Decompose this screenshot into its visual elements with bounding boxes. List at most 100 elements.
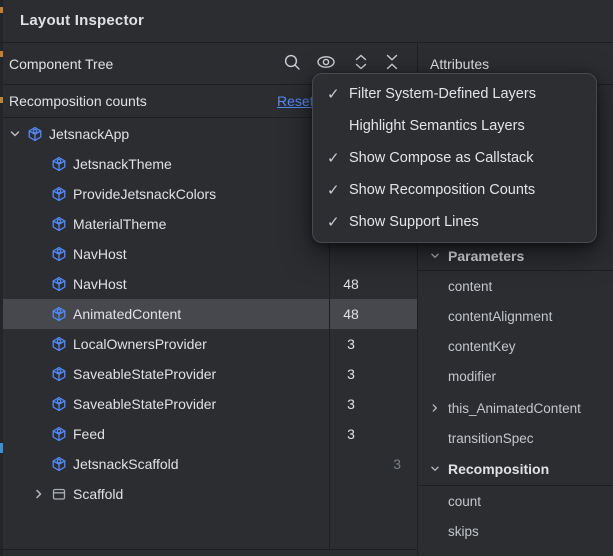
checkmark-icon: ✓: [327, 86, 340, 103]
search-icon[interactable]: [283, 53, 301, 71]
tree-row-localownersprovider[interactable]: LocalOwnersProvider 3: [3, 329, 417, 359]
attr-row-transitionspec[interactable]: transitionSpec: [418, 423, 613, 453]
attr-row-count[interactable]: count: [418, 486, 613, 516]
chevron-down-icon[interactable]: [428, 249, 448, 263]
stripe-mark-orange: [0, 97, 3, 103]
stripe-mark-orange: [0, 7, 3, 13]
tree-node-label: Feed: [73, 426, 105, 442]
stripe-mark-blue: [0, 443, 3, 453]
recomposition-count: 3: [347, 426, 355, 442]
tree-row-providejetsnackcolors[interactable]: ProvideJetsnackColors: [3, 179, 417, 209]
section-parameters[interactable]: Parameters: [418, 241, 613, 271]
component-tree: JetsnackApp JetsnackTheme ProvideJetsnac…: [3, 119, 417, 509]
view-options-eye-icon[interactable]: [316, 53, 335, 71]
tree-row-scaffold[interactable]: Scaffold: [3, 479, 417, 509]
tree-row-animatedcontent-selected[interactable]: AnimatedContent 48: [3, 299, 417, 329]
compose-node-icon: [27, 126, 43, 142]
tree-node-label: SaveableStateProvider: [73, 366, 217, 382]
attr-label: transitionSpec: [448, 430, 534, 446]
attr-row-modifier[interactable]: modifier: [418, 361, 613, 391]
tree-node-label: ProvideJetsnackColors: [73, 186, 217, 202]
recomposition-count: 3: [347, 366, 355, 382]
attr-row-contentkey[interactable]: contentKey: [418, 331, 613, 361]
menu-item-label: Highlight Semantics Layers: [349, 118, 525, 134]
count-column-divider: [329, 117, 330, 549]
tree-row-jetsnackscaffold[interactable]: JetsnackScaffold 3: [3, 449, 417, 479]
menu-item-label: Show Support Lines: [349, 214, 479, 230]
chevron-right-icon[interactable]: [428, 401, 448, 415]
tree-header-divider: [3, 84, 417, 85]
chevron-down-icon[interactable]: [7, 126, 27, 142]
panel-title-bar: Layout Inspector: [3, 0, 613, 42]
tree-row-navhost-2[interactable]: NavHost 48: [3, 269, 417, 299]
tree-node-label: MaterialTheme: [73, 216, 167, 232]
scaffold-node-icon: [51, 486, 67, 502]
tree-row-jetsnackapp[interactable]: JetsnackApp: [3, 119, 417, 149]
tree-node-label: JetsnackApp: [49, 126, 130, 142]
attr-label: count: [448, 493, 482, 509]
compose-node-icon: [51, 456, 67, 472]
attr-label: skips: [448, 523, 479, 539]
section-divider: [418, 270, 613, 271]
compose-node-icon: [51, 336, 67, 352]
compose-node-icon: [51, 246, 67, 262]
tree-node-label: NavHost: [73, 276, 127, 292]
attr-label: contentAlignment: [448, 308, 553, 324]
chevron-down-icon[interactable]: [428, 462, 448, 476]
tree-node-label: JetsnackScaffold: [73, 456, 179, 472]
attr-row-skips[interactable]: skips: [418, 516, 613, 546]
recomposition-counts-label: Recomposition counts: [9, 93, 147, 109]
attr-label: contentKey: [448, 338, 516, 354]
menu-item-show-recomposition-counts[interactable]: ✓ Show Recomposition Counts: [313, 174, 596, 206]
attr-row-contentalignment[interactable]: contentAlignment: [418, 301, 613, 331]
component-tree-header: Component Tree: [3, 43, 417, 84]
checkmark-icon: ✓: [327, 214, 340, 231]
window-edge-stripe: [0, 0, 3, 556]
recomposition-count: 3: [347, 396, 355, 412]
recomposition-count-muted: 3: [393, 456, 401, 472]
tree-node-label: Scaffold: [73, 486, 124, 502]
view-options-menu: ✓ Filter System-Defined Layers Highlight…: [312, 73, 597, 243]
checkmark-icon: ✓: [327, 150, 340, 167]
title-divider: [0, 42, 613, 43]
reset-counts-link[interactable]: Reset: [277, 93, 314, 109]
recomp-row-divider: [3, 117, 417, 118]
tree-node-label: AnimatedContent: [73, 306, 182, 322]
tree-row-materialtheme[interactable]: MaterialTheme: [3, 209, 417, 239]
compose-node-icon: [51, 426, 67, 442]
compose-node-icon: [51, 396, 67, 412]
attr-label: content: [448, 278, 493, 294]
compose-node-icon: [51, 366, 67, 382]
compose-node-icon: [51, 306, 67, 322]
tree-row-navhost-1[interactable]: NavHost: [3, 239, 417, 269]
chevron-right-icon[interactable]: [31, 486, 51, 502]
tree-row-jetsnacktheme[interactable]: JetsnackTheme: [3, 149, 417, 179]
expand-all-icon[interactable]: [352, 53, 370, 71]
collapse-all-icon[interactable]: [383, 53, 401, 71]
recomposition-count: 48: [343, 306, 359, 322]
attr-row-content[interactable]: content: [418, 271, 613, 301]
menu-item-filter-system-defined-layers[interactable]: ✓ Filter System-Defined Layers: [313, 78, 596, 110]
tree-row-saveablestateprovider-1[interactable]: SaveableStateProvider 3: [3, 359, 417, 389]
tree-row-feed[interactable]: Feed 3: [3, 419, 417, 449]
menu-item-label: Show Recomposition Counts: [349, 182, 536, 198]
section-recomposition[interactable]: Recomposition: [418, 454, 613, 484]
tree-node-label: JetsnackTheme: [73, 156, 172, 172]
menu-item-show-compose-as-callstack[interactable]: ✓ Show Compose as Callstack: [313, 142, 596, 174]
attr-label: modifier: [448, 368, 497, 384]
attr-row-this-animatedcontent[interactable]: this_AnimatedContent: [418, 393, 613, 423]
menu-item-label: Filter System-Defined Layers: [349, 86, 536, 102]
recomposition-counts-bar: Recomposition counts Reset: [3, 85, 417, 117]
section-title: Recomposition: [448, 461, 550, 477]
section-divider: [418, 485, 613, 486]
tree-row-saveablestateprovider-2[interactable]: SaveableStateProvider 3: [3, 389, 417, 419]
compose-node-icon: [51, 156, 67, 172]
tree-panel-bottom-border: [0, 549, 417, 550]
menu-item-show-support-lines[interactable]: ✓ Show Support Lines: [313, 206, 596, 238]
recomposition-count: 3: [347, 336, 355, 352]
tree-node-label: NavHost: [73, 246, 127, 262]
compose-node-icon: [51, 276, 67, 292]
tree-node-label: SaveableStateProvider: [73, 396, 217, 412]
stripe-mark-orange: [0, 51, 3, 57]
menu-item-highlight-semantics-layers[interactable]: Highlight Semantics Layers: [313, 110, 596, 142]
